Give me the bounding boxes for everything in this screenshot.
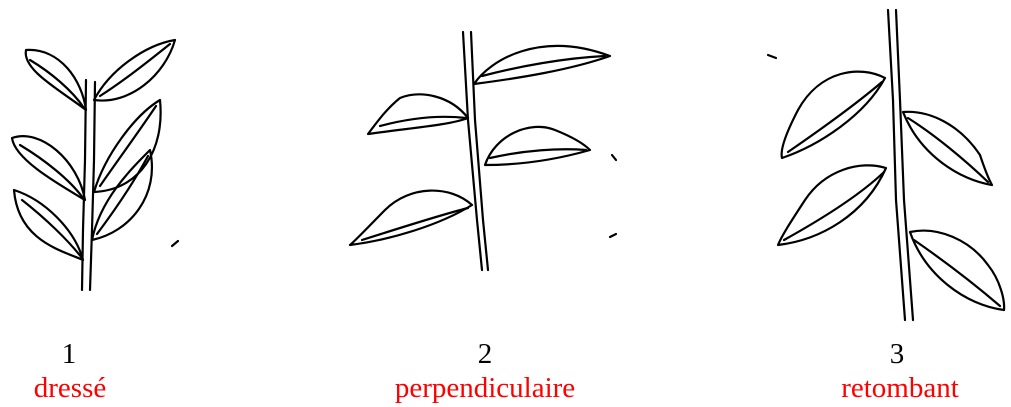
drooping-leaves-drawing: [760, 0, 1011, 330]
leaf-vein: [362, 208, 468, 240]
figure-retombant: [760, 0, 1011, 330]
leaf: [485, 127, 590, 165]
figure-number-1: 1: [44, 338, 94, 370]
mark: [172, 241, 178, 246]
leaf: [474, 46, 610, 84]
leaf-vein: [788, 82, 882, 152]
mark: [768, 55, 776, 58]
figure-dresse: [0, 0, 200, 330]
figure-number-2: 2: [460, 338, 510, 370]
stem-edge: [896, 10, 913, 320]
leaf-vein: [914, 240, 1000, 306]
leaf: [26, 50, 86, 110]
leaf: [368, 94, 468, 134]
leaf-vein: [784, 172, 884, 240]
stem-edge: [90, 82, 95, 290]
leaf: [350, 191, 472, 245]
mark: [612, 155, 616, 160]
leaf-vein: [490, 149, 586, 158]
erect-leaves-drawing: [0, 0, 200, 330]
mark: [610, 234, 616, 237]
leaf-vein: [22, 200, 82, 258]
figure-label-retombant: retombant: [825, 372, 975, 404]
leaf-vein: [30, 60, 84, 108]
figure-label-dresse: dressé: [10, 372, 130, 404]
figure-label-perpendiculaire: perpendiculaire: [370, 372, 600, 404]
figure-perpendiculaire: [340, 0, 630, 330]
perpendicular-leaves-drawing: [340, 0, 630, 330]
figure-number-3: 3: [872, 338, 922, 370]
